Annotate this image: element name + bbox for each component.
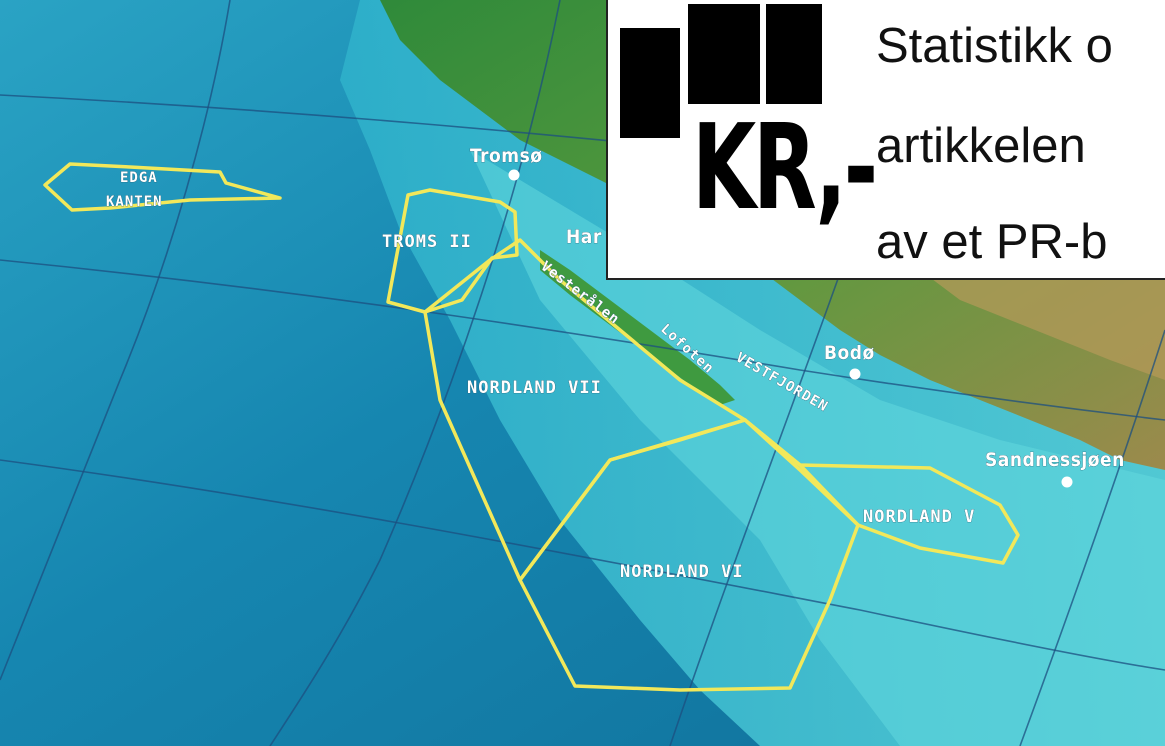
area-label-troms-ii: TROMS II [382, 232, 472, 252]
shelf-highlight [470, 150, 1165, 746]
logo-bar-2 [688, 4, 760, 104]
overlay-line-3: av et PR-b [876, 215, 1108, 269]
area-label-nordland-vii: NORDLAND VII [467, 378, 602, 398]
city-label-har: Har [566, 226, 602, 248]
city-dot-sandnessjoen [1061, 476, 1073, 488]
outline-edgakanten [43, 162, 282, 212]
logo-bar-3 [766, 4, 822, 104]
overlay-line-2: artikkelen [876, 119, 1086, 173]
area-label-edga: EDGA [120, 170, 158, 186]
area-label-nordland-vi: NORDLAND VI [620, 562, 744, 582]
license-areas [43, 162, 1020, 692]
logo-bar-1 [620, 28, 680, 138]
overlay-line-1: Statistikk o [876, 19, 1113, 73]
city-label-sandnessjoen: Sandnessjøen [985, 449, 1125, 471]
city-dot-tromso [508, 169, 520, 181]
article-overlay: KR,- Statistikk o artikkelen av et PR-b [606, 0, 1165, 280]
outline-nordland-vii [423, 238, 747, 582]
city-label-bodo: Bodø [824, 342, 875, 364]
outline-nordland-v [743, 418, 1020, 565]
kr-logo: KR,- [618, 0, 878, 272]
city-label-tromso: Tromsø [470, 145, 543, 167]
cities: Tromsø Har Bodø Sandnessjøen [470, 145, 1125, 488]
outline-troms-ii [386, 188, 519, 314]
outline-nordland-vi [518, 418, 860, 692]
area-labels: EDGA KANTEN TROMS II NORDLAND VII NORDLA… [106, 170, 975, 583]
coastal-islands [540, 250, 735, 405]
logo-text: KR,- [692, 98, 878, 236]
city-dot-bodo [849, 368, 861, 380]
area-label-nordland-v: NORDLAND V [863, 507, 975, 527]
area-label-kanten: KANTEN [106, 194, 163, 210]
